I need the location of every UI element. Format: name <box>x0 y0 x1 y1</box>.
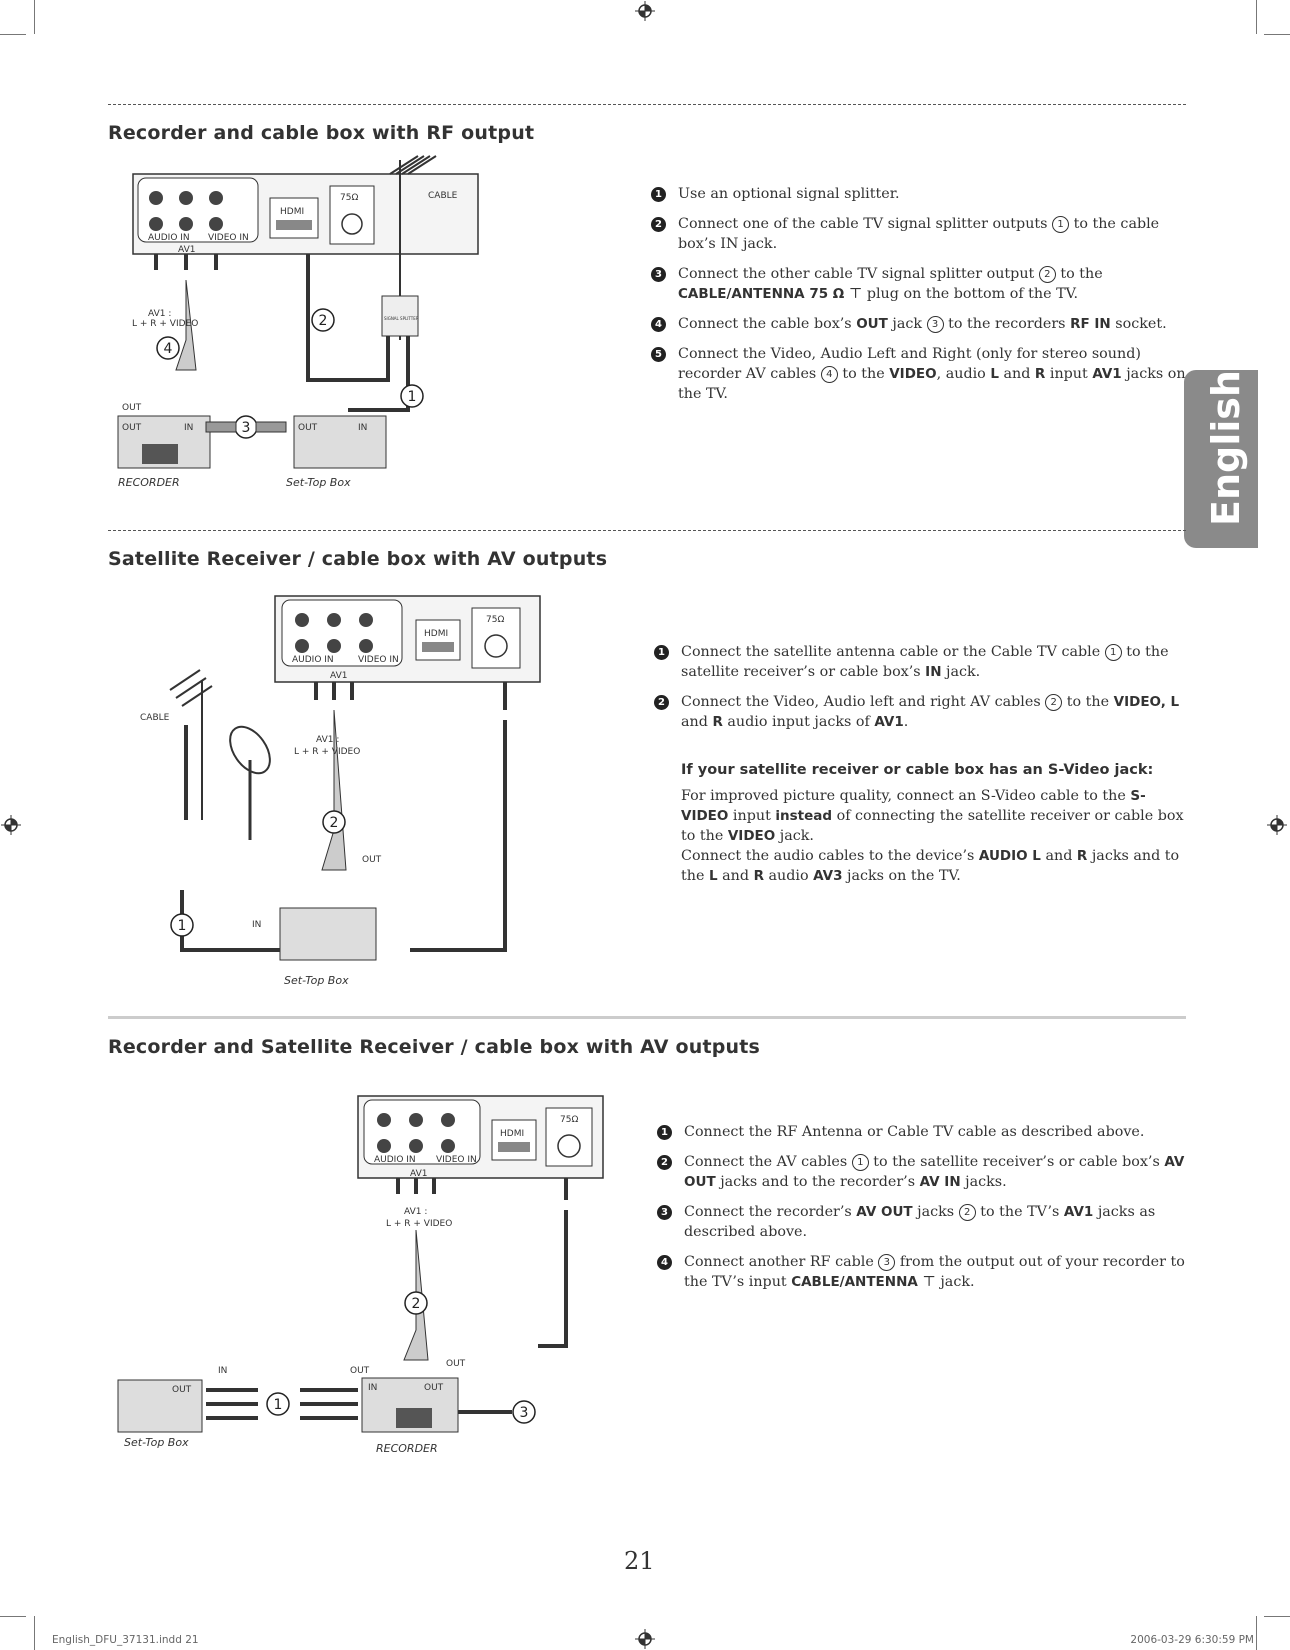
registration-mark-icon <box>1 815 21 835</box>
ohm-label: 75Ω <box>340 193 358 203</box>
hdmi-label: HDMI <box>500 1129 524 1139</box>
note-paragraph: For improved picture quality, connect an… <box>681 788 1184 844</box>
section-divider <box>108 1016 1186 1019</box>
splitter-label: SIGNAL SPLITTER <box>384 316 419 321</box>
language-tab: English <box>1184 370 1258 548</box>
caption-recorder: RECORDER <box>118 476 180 489</box>
marker-1: 1 <box>274 1397 283 1413</box>
hdmi-label: HDMI <box>280 207 304 217</box>
ohm-label: 75Ω <box>486 615 504 625</box>
marker-4: 4 <box>164 341 173 357</box>
caption-set-top-box: Set-Top Box <box>286 476 351 489</box>
footer-timestamp: 2006-03-29 6:30:59 PM <box>1130 1634 1254 1646</box>
registration-mark-icon <box>635 1629 655 1649</box>
av1-panel-label: AV1 <box>410 1169 427 1179</box>
stb-in-label: IN <box>358 423 367 433</box>
crop-mark <box>0 1616 26 1617</box>
section-divider <box>108 530 1186 531</box>
hdmi-label: HDMI <box>424 629 448 639</box>
footer-filename: English_DFU_37131.indd 21 <box>52 1634 199 1646</box>
in-label: IN <box>252 920 261 930</box>
marker-1: 1 <box>408 389 417 405</box>
recorder-in-label: IN <box>368 1383 377 1393</box>
section-heading-rf: Recorder and cable box with RF output <box>108 122 535 144</box>
section-heading-satellite: Satellite Receiver / cable box with AV o… <box>108 548 608 570</box>
video-in-label: VIDEO IN <box>208 233 249 243</box>
av1-inputs-label: L + R + VIDEO <box>294 747 360 757</box>
in-label: IN <box>184 423 193 433</box>
marker-2: 2 <box>412 1296 421 1312</box>
diagram-rf-connection: HDMI 75Ω AV1 AUDIO IN VIDEO IN CABLE SIG… <box>117 155 479 489</box>
crop-mark <box>34 0 35 34</box>
av1-panel-label: AV1 <box>330 671 347 681</box>
out-label: OUT <box>122 423 142 433</box>
crop-mark <box>34 1616 35 1650</box>
ohm-label: 75Ω <box>560 1115 578 1125</box>
stb-out-label: OUT <box>298 423 318 433</box>
caption-set-top-box: Set-Top Box <box>124 1436 189 1449</box>
note-paragraph: Connect the audio cables to the device’s… <box>681 848 1180 884</box>
crop-mark <box>1264 34 1290 35</box>
stb-out-label: OUT <box>172 1385 192 1395</box>
recorder-out-label: OUT <box>122 403 142 413</box>
note-heading: If your satellite receiver or cable box … <box>681 762 1154 778</box>
crop-mark <box>0 34 26 35</box>
diagram-recorder-satellite-connection: HDMI 75Ω AV1 AUDIO IN VIDEO IN AV1 : L +… <box>117 1095 604 1455</box>
diagram-satellite-connection: HDMI 75Ω AV1 AUDIO IN VIDEO IN CABLE AV1… <box>140 595 541 987</box>
section-heading-recorder-satellite: Recorder and Satellite Receiver / cable … <box>108 1036 761 1058</box>
s-video-note: If your satellite receiver or cable box … <box>681 760 1186 886</box>
caption-recorder: RECORDER <box>376 1442 438 1455</box>
recorder-out-label: OUT <box>446 1359 466 1369</box>
av1-label: AV1 : <box>404 1207 427 1217</box>
av1-label: AV1 : <box>148 309 171 319</box>
video-in-label: VIDEO IN <box>436 1155 477 1165</box>
av1-inputs-label: L + R + VIDEO <box>132 319 198 329</box>
audio-in-label: AUDIO IN <box>292 655 334 665</box>
section-divider <box>108 104 1186 105</box>
crop-mark <box>1264 1616 1290 1617</box>
av1-inputs-label: L + R + VIDEO <box>386 1219 452 1229</box>
stb-out-top-label: IN <box>218 1366 227 1376</box>
marker-2: 2 <box>330 815 339 831</box>
caption-set-top-box: Set-Top Box <box>284 974 349 987</box>
marker-1: 1 <box>178 918 187 934</box>
av1-panel-label: AV1 <box>178 245 195 255</box>
recorder-out2-label: OUT <box>424 1383 444 1393</box>
page-number: 21 <box>624 1547 655 1575</box>
registration-mark-icon <box>1267 815 1287 835</box>
marker-2: 2 <box>319 313 328 329</box>
crop-mark <box>1256 1616 1257 1650</box>
video-in-label: VIDEO IN <box>358 655 399 665</box>
cable-label: CABLE <box>428 191 458 201</box>
cable-label: CABLE <box>140 713 170 723</box>
registration-mark-icon <box>635 1 655 21</box>
av1-label: AV1 : <box>316 735 339 745</box>
marker-3: 3 <box>242 420 251 436</box>
crop-mark <box>1256 0 1257 34</box>
audio-in-label: AUDIO IN <box>374 1155 416 1165</box>
audio-in-label: AUDIO IN <box>148 233 190 243</box>
out-label: OUT <box>362 855 382 865</box>
marker-3: 3 <box>520 1405 529 1421</box>
recorder-in-top-label: OUT <box>350 1366 370 1376</box>
